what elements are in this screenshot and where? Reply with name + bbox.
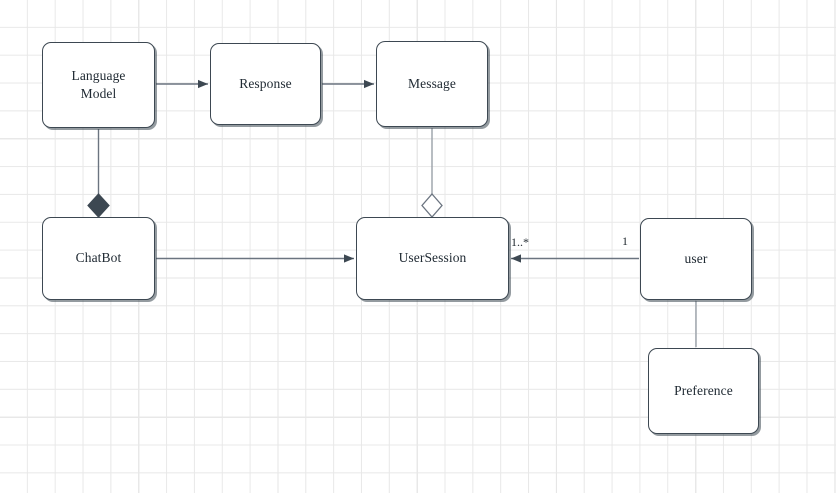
edge-language-model-to-chatbot xyxy=(87,129,110,218)
node-message[interactable]: Message xyxy=(376,41,488,127)
node-response[interactable]: Response xyxy=(210,43,321,125)
node-label-chatbot: ChatBot xyxy=(75,250,122,266)
node-language-model[interactable]: Language Model xyxy=(42,42,155,128)
node-user[interactable]: user xyxy=(640,218,752,300)
node-chatbot[interactable]: ChatBot xyxy=(42,217,155,300)
multiplicity-label-usersession: 1..* xyxy=(511,235,529,249)
node-label-preference: Preference xyxy=(674,382,733,398)
hollow-diamond-icon xyxy=(421,193,443,218)
edge-message-to-usersession xyxy=(421,128,443,218)
filled-diamond-icon xyxy=(87,193,110,218)
node-label-response: Response xyxy=(239,75,292,91)
node-label-user: user xyxy=(684,250,708,266)
node-label-usersession: UserSession xyxy=(398,250,467,266)
node-preference[interactable]: Preference xyxy=(648,348,759,434)
node-label-message: Message xyxy=(408,75,456,91)
node-label-language-model: Language Model xyxy=(71,67,125,103)
node-usersession[interactable]: UserSession xyxy=(356,217,509,300)
multiplicity-label-user: 1 xyxy=(622,234,628,248)
node-label-line-2: Model xyxy=(80,86,117,101)
node-label-line-1: Language xyxy=(71,67,126,83)
